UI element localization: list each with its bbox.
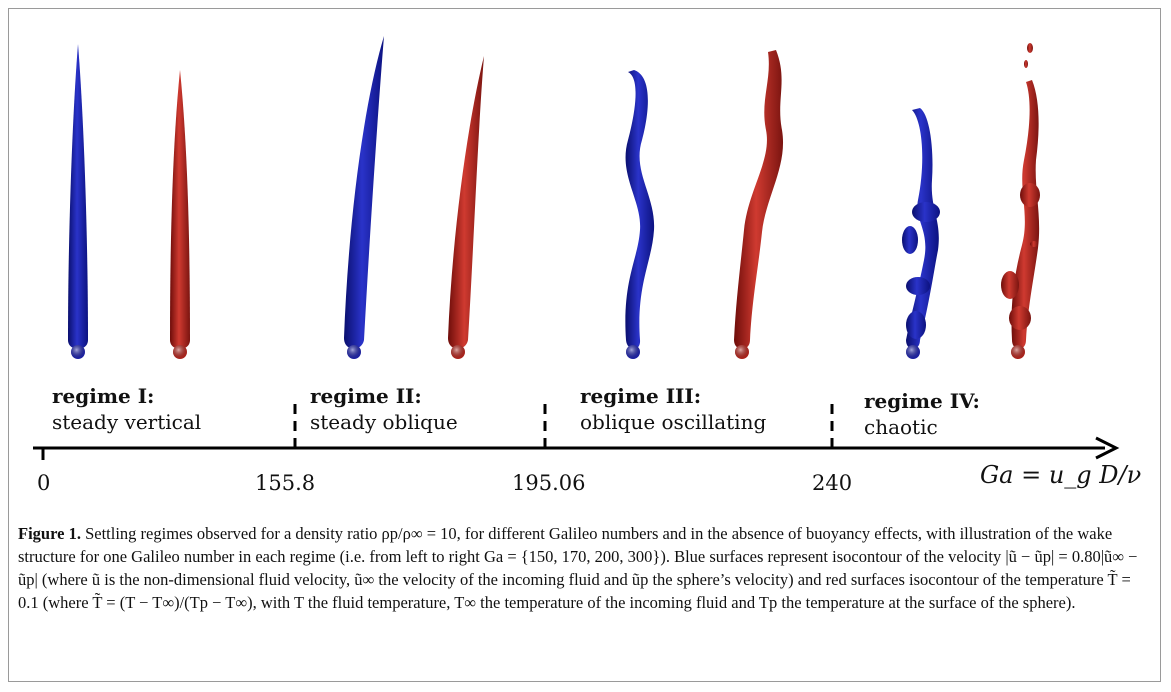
- regime-3-description: oblique oscillating: [580, 410, 767, 434]
- regime-2-description: steady oblique: [310, 410, 458, 434]
- figure-frame: [8, 8, 1161, 682]
- wake-blue-regime-2: [344, 36, 384, 349]
- regime-1-title: regime I:: [52, 384, 155, 408]
- regime-2-title: regime II:: [310, 384, 422, 408]
- axis-variable-label: Ga = u_g D/ν: [980, 461, 1142, 489]
- regime-1-label: regime I: steady vertical: [52, 383, 201, 435]
- wake-blue-regime-3: [625, 70, 655, 349]
- wake-blue-regime-1: [68, 44, 88, 349]
- tick-label-155-8: 155.8: [255, 471, 316, 495]
- regime-4-label: regime IV: chaotic: [864, 388, 980, 440]
- regime-3-title: regime III:: [580, 384, 702, 408]
- figure-caption: Figure 1. Settling regimes observed for …: [18, 522, 1153, 614]
- regime-4-title: regime IV:: [864, 389, 980, 413]
- wake-red-regime-4: [1001, 43, 1040, 349]
- wake-blue-regime-4: [902, 108, 940, 349]
- wake-red-regime-1: [170, 70, 190, 349]
- regime-4-description: chaotic: [864, 415, 938, 439]
- regime-2-label: regime II: steady oblique: [310, 383, 458, 435]
- wake-red-regime-2: [448, 56, 484, 349]
- caption-text: Settling regimes observed for a density …: [18, 524, 1138, 612]
- regime-3-label: regime III: oblique oscillating: [580, 383, 766, 435]
- tick-label-0: 0: [37, 471, 51, 495]
- wake-red-regime-3: [734, 50, 784, 349]
- tick-label-195-06: 195.06: [512, 471, 586, 495]
- ga-axis-arrowhead: [1095, 436, 1120, 460]
- wake-illustrations: [33, 36, 1120, 460]
- caption-figure-label: Figure 1.: [18, 524, 81, 543]
- regime-1-description: steady vertical: [52, 410, 202, 434]
- tick-label-240: 240: [812, 471, 853, 495]
